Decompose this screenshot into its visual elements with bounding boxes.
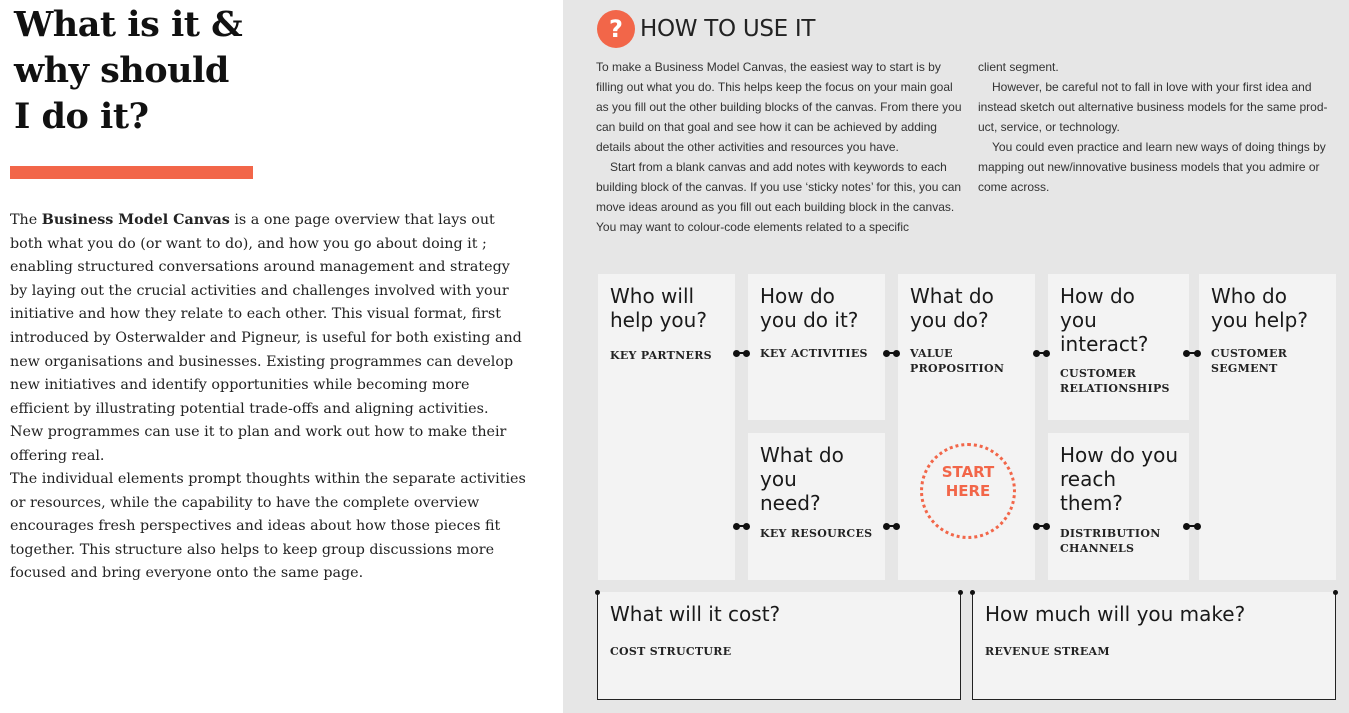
block-label: CUSTOMER RELATIONSHIPS (1060, 367, 1170, 395)
intro-rest: is a one page overview that lays out bot… (10, 212, 522, 464)
block-question: How do you do it? (760, 284, 859, 332)
block-question: How do you reach them? (1060, 443, 1179, 515)
intro-paragraph: The Business Model Canvas is a one page … (10, 209, 526, 469)
howto-paragraph: Start from a blank canvas and add notes … (596, 160, 962, 234)
intro-lead: The (10, 212, 42, 228)
howto-column-1: To make a Business Model Canvas, the eas… (596, 57, 964, 237)
connector (1183, 522, 1201, 530)
connector-dot (1333, 590, 1338, 595)
howto-paragraph: client segment. (978, 60, 1059, 74)
title-line: why should (14, 50, 229, 91)
second-paragraph: The individual elements prompt thoughts … (10, 471, 526, 582)
connector (883, 349, 900, 357)
title-line: What is it & (14, 4, 243, 45)
connector (733, 522, 750, 530)
key-activities-block: How do you do it? KEY ACTIVITIES (748, 274, 885, 420)
key-resources-block: What do you need? KEY RESOURCES (748, 433, 885, 580)
block-question: What do you need? (760, 443, 844, 515)
connector (1033, 349, 1050, 357)
block-question: How much will you make? (985, 602, 1246, 626)
block-question: Who do you help? (1211, 284, 1308, 332)
title-line: I do it? (14, 96, 149, 137)
start-here-label: START HERE (920, 463, 1016, 501)
block-label: REVENUE STREAM (985, 645, 1110, 658)
customer-segment-block: Who do you help? CUSTOMER SEGMENT (1199, 274, 1336, 580)
connector-dot (595, 590, 600, 595)
cost-structure-block: What will it cost? COST STRUCTURE (597, 592, 961, 700)
customer-relationships-block: How do you interact? CUSTOMER RELATIONSH… (1048, 274, 1189, 420)
block-label: KEY PARTNERS (610, 349, 712, 362)
howto-heading: HOW TO USE IT (640, 16, 816, 42)
howto-column-2: client segment. However, be careful not … (978, 57, 1342, 197)
page-title: What is it & why should I do it? (14, 2, 243, 140)
start-here-line: START (941, 463, 995, 481)
connector (883, 522, 900, 530)
accent-bar (10, 166, 253, 179)
start-here-circle (920, 443, 1016, 539)
key-partners-block: Who will help you? KEY PARTNERS (598, 274, 735, 580)
block-question: What do you do? (910, 284, 994, 332)
intro-bold-term: Business Model Canvas (41, 212, 230, 228)
howto-paragraph: You could even practice and learn new wa… (978, 140, 1326, 194)
left-panel: What is it & why should I do it? The Bus… (0, 0, 563, 713)
start-here-line: HERE (945, 482, 991, 500)
revenue-stream-block: How much will you make? REVENUE STREAM (972, 592, 1336, 700)
block-question: What will it cost? (610, 602, 781, 626)
value-proposition-block: What do you do? VALUE PROPOSITION (898, 274, 1035, 580)
connector (733, 349, 750, 357)
block-label: KEY ACTIVITIES (760, 347, 868, 360)
block-question: How do you interact? (1060, 284, 1149, 356)
question-icon: ? (597, 10, 635, 48)
howto-paragraph: To make a Business Model Canvas, the eas… (596, 60, 962, 154)
connector-dot (958, 590, 963, 595)
block-label: DISTRIBUTION CHANNELS (1060, 527, 1161, 555)
block-question: Who will help you? (610, 284, 707, 332)
connector-dot (970, 590, 975, 595)
distribution-channels-block: How do you reach them? DISTRIBUTION CHAN… (1048, 433, 1189, 580)
connector (1183, 349, 1201, 357)
block-label: KEY RESOURCES (760, 527, 873, 540)
block-label: VALUE PROPOSITION (910, 347, 1005, 375)
block-label: COST STRUCTURE (610, 645, 732, 658)
connector (1033, 522, 1050, 530)
block-label: CUSTOMER SEGMENT (1211, 347, 1288, 375)
howto-paragraph: However, be careful not to fall in love … (978, 80, 1328, 134)
